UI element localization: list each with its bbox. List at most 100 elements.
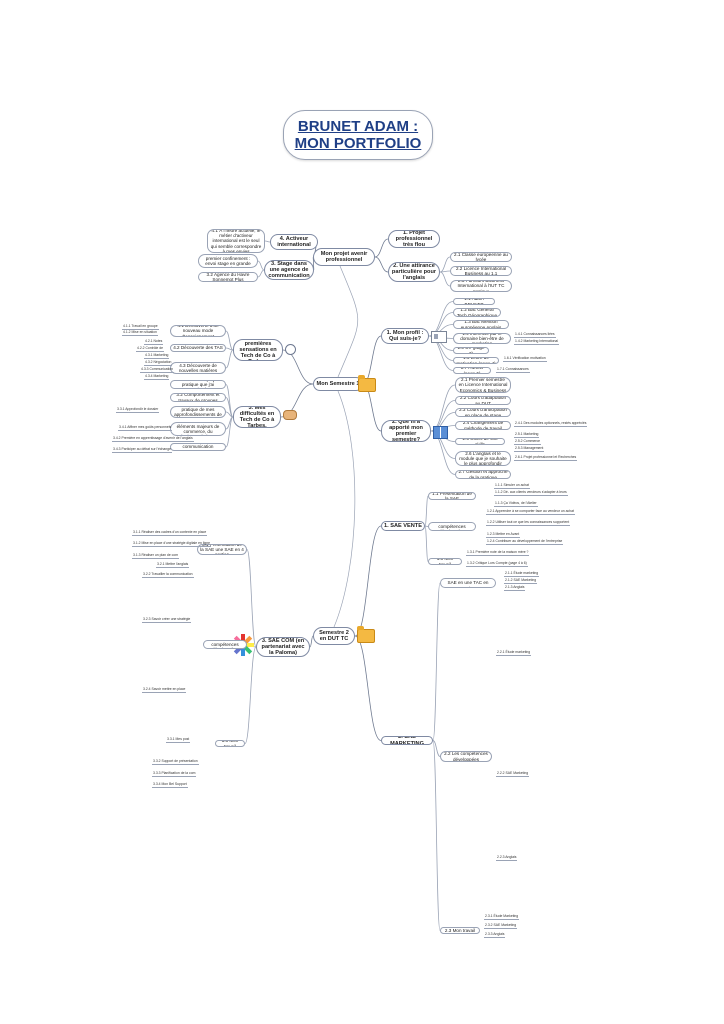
profil-leaf-4[interactable]: 1.4 Intéressé par le domaine bien-être d…: [453, 333, 511, 344]
apport-leaf-5[interactable]: 2.5 Cours de soft skills: [455, 438, 505, 445]
connector-line: [244, 646, 257, 744]
diff-leaf-4[interactable]: 3.4 Découvert des éléments majeurs de co…: [170, 422, 226, 436]
leaf-2-1[interactable]: 2.1 Classe européenne au lycée: [450, 252, 512, 262]
diff-sub-3: 3.4.2 Première en apprentissage d'avenir…: [112, 436, 194, 442]
mkt-sub-9: 2.3.3 Anglais: [484, 932, 506, 938]
vente-leaf-2[interactable]: 1.2 Les compétences développées: [428, 522, 476, 531]
branch-sae-marketing[interactable]: 2. SAE MARKETING: [381, 736, 433, 745]
com-sub-2: 3.1.2 Mise en place d'une stratégie digi…: [132, 541, 211, 547]
branch-stage-agence[interactable]: 3. Stage dans une agence de communicatio…: [264, 260, 314, 280]
mkt-leaf-3[interactable]: 2.3 Mon travail: [440, 927, 480, 934]
sens-leaf-2[interactable]: 4.2 Découverte des TAS: [170, 344, 226, 352]
connector-line: [225, 416, 234, 430]
apport-leaf-2[interactable]: 2.2 Cours d'adaptation au DUT: [455, 396, 511, 405]
branch-mon-profil[interactable]: 1. Mon profil : Qui suis-je?: [381, 328, 429, 344]
leaf-2-3[interactable]: 2.3 Parcours Business International à l'…: [450, 280, 512, 292]
connector-line: [430, 384, 456, 432]
vente-sub-3: 1.1.3 Ça Vidéos, de l'Atelier: [494, 501, 538, 507]
sens-sub-2: 4.1.2 Mise en situation: [122, 330, 158, 336]
connector-line: [225, 384, 234, 418]
sens-leaf-3[interactable]: 4.3 Découverte de nouvelles matières: [170, 362, 226, 374]
branch-sae-vente[interactable]: 1. SAE VENTE: [381, 521, 425, 531]
apport-sub-4: 2.5.3 Management: [514, 446, 545, 452]
profil-leaf-5[interactable]: 1.5 CV (page 3): [453, 347, 489, 354]
sens-sub-1: 4.1.1 Travail en groupe: [122, 324, 159, 330]
diff-leaf-5[interactable]: 3.5 Mon rôle à la communication internat…: [170, 443, 226, 451]
diff-leaf-3[interactable]: 3.3 Une mise en pratique de mes approfon…: [170, 406, 226, 418]
connector-line: [439, 271, 451, 287]
profil-sub-3: 1.6.1 Vérification motivation: [503, 356, 547, 362]
apport-leaf-4[interactable]: 2.4 Changement de méthode de travail: [455, 421, 511, 430]
apport-sub-1: 2.4.1 Des modules optionnels, restés app…: [514, 421, 588, 427]
leaf-3-1[interactable]: 3.1 Au moment du premier confinement : e…: [198, 254, 258, 268]
branch-apport-semestre[interactable]: 2. Que m'a apporté mon premier semestre?: [381, 420, 431, 442]
vente-leaf-1[interactable]: 1.1 Présentation de la SAE: [428, 492, 476, 500]
branch-projet-flou[interactable]: 1. Projet professionnel très flou: [388, 230, 440, 248]
sens-sub-4: 4.2.2 Contrôle de: [136, 346, 165, 352]
branch-attirance-anglais[interactable]: 2. Une attirance particulière pour l'ang…: [388, 262, 440, 282]
sens-leaf-1[interactable]: 4.1 Découverte d'un nouveau mode d'ensei…: [170, 325, 226, 337]
trunk-line: [333, 390, 356, 628]
mkt-sub-1: 2.1.1 Étude marketing: [504, 571, 540, 577]
connector-line: [225, 349, 234, 369]
mkt-sub-4: 2.2.1 Étude marketing: [496, 650, 532, 656]
folder-icon: [357, 626, 375, 643]
profil-sub-4: 1.7.1 Connaissances: [496, 367, 530, 373]
connector-line: [432, 740, 441, 931]
vente-sub-9: 1.3.2 Critique Lors Compte (page 4 à 6): [466, 561, 528, 567]
connector-line: [225, 330, 234, 351]
profil-leaf-1[interactable]: 1.1 Adam BRUNET: [453, 298, 495, 305]
connector-line: [354, 525, 382, 637]
mkt-sub-8: 2.3.2 SAE Marketing: [484, 923, 518, 929]
mkt-leaf-2[interactable]: 2.2 Les compétences développées: [440, 751, 492, 762]
sens-sub-3: 4.2.1 Notes: [144, 339, 164, 345]
diff-leaf-2[interactable]: 3.2 Comportement et travaux de groupes: [170, 393, 226, 402]
com-leaf-2[interactable]: 3.2 Les compétences développées: [203, 640, 247, 649]
apport-leaf-3[interactable]: 2.3 Cours d'anticipation en place de sta…: [455, 408, 511, 417]
connector-line: [225, 416, 234, 448]
topic-semestre-1[interactable]: Mon Semestre 1: [313, 377, 363, 391]
connector-line: [225, 397, 234, 418]
connector-line: [424, 495, 429, 527]
apport-sub-2: 2.5.1 Marketing: [514, 432, 540, 438]
com-sub-8: 3.3.1 Mes post: [166, 737, 191, 743]
topic-semestre-2[interactable]: Semestre 2 en DUT TC: [313, 627, 355, 645]
topic-avenir-professionnel[interactable]: Mon projet avenir professionnel: [313, 248, 375, 266]
leaf-3-2[interactable]: 3.2 Agence du Havre Sonnemot Plus: [198, 272, 258, 282]
com-leaf-3[interactable]: 3.3 Mon travail: [215, 740, 245, 747]
vente-leaf-3[interactable]: 1.3 Mon travail: [428, 558, 462, 565]
vente-sub-2: 1.1.2 Dé- aux clients vendeurs s'adapter…: [494, 490, 568, 496]
leaf-2-2[interactable]: 2.2 Licence International Business au 1.…: [450, 266, 512, 276]
branch-activeur-international[interactable]: 4. Activeur international: [270, 234, 318, 250]
page-title: BRUNET ADAM : MON PORTFOLIO: [283, 110, 433, 160]
profil-leaf-6[interactable]: 1.6 Lettre de motivation (page 4): [453, 357, 499, 364]
mkt-sub-7: 2.3.1 Étude Marketing: [484, 914, 520, 920]
vente-sub-1: 1.1.1 Simuler un achat: [494, 483, 530, 489]
com-sub-10: 3.3.3 Planification de la com: [152, 771, 197, 777]
branch-sae-com[interactable]: 3. SAE COM (en partenariat avec la Palom…: [256, 637, 310, 657]
branch-premieres-sensations[interactable]: 4. Mes premières sensations en Tech de C…: [233, 339, 283, 361]
branch-difficultes[interactable]: 3. Mes difficultés en Tech de Co à Tarbe…: [233, 406, 281, 428]
diff-sub-2: 3.4.1 Affiner mes goûts personnels: [118, 425, 173, 431]
connector-line: [354, 635, 382, 741]
profil-leaf-2[interactable]: 1.2 Bac Général Tech Géographique: [453, 308, 501, 317]
apport-leaf-7[interactable]: 2.7 Gestion et approche de la pratique: [455, 470, 511, 479]
connector-line: [282, 349, 314, 385]
com-sub-6: 3.2.3 Savoir créer une stratégie: [142, 617, 192, 623]
leaf-4-1[interactable]: 4.1 À l'heure actuelle, le métier d'acti…: [207, 229, 265, 253]
connector-line: [439, 270, 451, 273]
sens-sub-5: 4.3.1 Marketing: [144, 353, 170, 359]
mkt-sub-3: 2.1.3 Anglais: [504, 585, 526, 591]
diff-sub-1: 3.3.1 Approfondir le dossier: [116, 407, 160, 413]
diff-leaf-1[interactable]: 3.1 Voici mon projet pratique que j'ai p…: [170, 380, 226, 389]
mkt-leaf-1[interactable]: 2.1 Présentation de la SAE en une TAC en…: [440, 578, 496, 588]
mkt-sub-6: 2.2.3 Anglais: [496, 855, 518, 861]
vente-sub-7: 1.2.4 Contribuer au développement de l'e…: [486, 539, 564, 545]
profil-leaf-7[interactable]: 1.7 HMOW (page 5): [453, 367, 491, 374]
apport-leaf-6[interactable]: 2.6 L'anglais et le module que je souhai…: [455, 451, 511, 466]
sens-sub-6: 4.3.2 Négociation: [144, 360, 173, 366]
apport-leaf-1[interactable]: 2.1 Premier semestre en Licence Internat…: [455, 377, 511, 393]
com-leaf-1[interactable]: 3.1 Présentation de la SAE une SAE en 4 …: [197, 544, 247, 555]
profil-leaf-3[interactable]: 1.3 Bac Mention européenne Anglais: [453, 320, 509, 329]
vente-sub-8: 1.3.1 Première note de la maison mère ?: [466, 550, 530, 556]
